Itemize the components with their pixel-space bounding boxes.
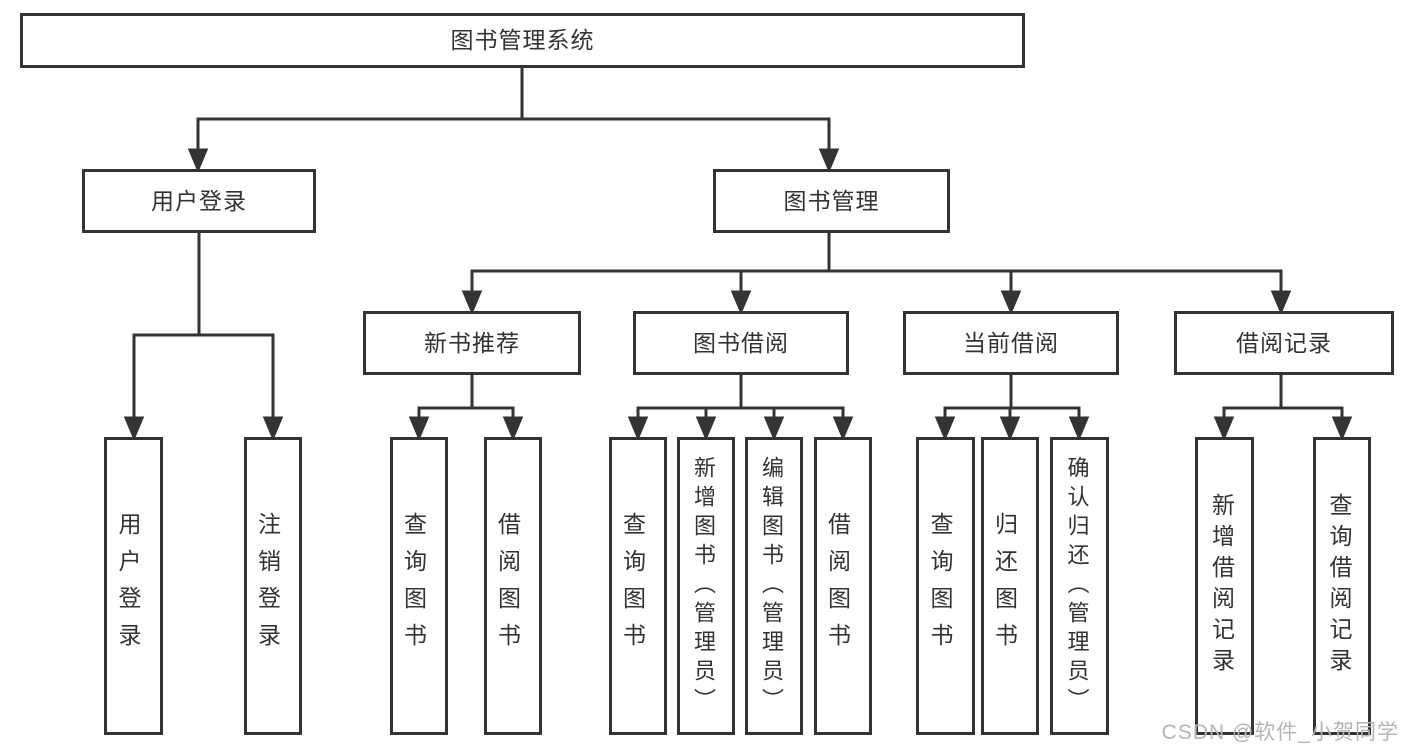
arrowhead-c4: [832, 416, 854, 441]
node-current-borrow-label: 当前借阅: [963, 329, 1059, 356]
arrowhead-c2: [695, 416, 717, 441]
arrowhead-b2: [502, 416, 524, 441]
leaf-logout: 注销登录: [244, 437, 302, 735]
arrowhead-new-books: [461, 290, 483, 315]
leaf-borrow-books-1-label: 借阅图书: [494, 512, 521, 660]
leaf-borrow-books-2: 借阅图书: [814, 437, 872, 735]
arrowhead-d2: [999, 416, 1021, 441]
leaf-query-borrow-record-label: 查询借阅记录: [1326, 493, 1352, 679]
node-new-book-recommend-label: 新书推荐: [424, 329, 520, 356]
arrowhead-leaf-login: [123, 416, 145, 441]
leaf-user-login-label: 用户登录: [115, 512, 141, 660]
arrowhead-borrow-records: [1270, 290, 1292, 315]
arrowhead-d1: [934, 416, 956, 441]
arrowhead-e2: [1331, 416, 1353, 441]
leaf-return-books: 归还图书: [981, 437, 1039, 735]
leaf-query-books-1: 查询图书: [390, 437, 448, 735]
arrowhead-current-borrow: [1000, 290, 1022, 315]
leaf-edit-books-admin-label: 编辑图书（管理员）: [759, 455, 784, 717]
node-user-login: 用户登录: [82, 169, 316, 233]
leaf-logout-label: 注销登录: [254, 512, 281, 660]
node-root-label: 图书管理系统: [450, 27, 595, 53]
arrowhead-b1: [408, 416, 430, 441]
node-user-login-label: 用户登录: [151, 187, 247, 214]
arrowhead-book-borrow: [730, 290, 752, 315]
arrowhead-c3: [763, 416, 785, 441]
leaf-query-books-2-label: 查询图书: [619, 512, 646, 660]
arrowhead-user-login: [187, 148, 209, 173]
arrowhead-book-mgmt: [818, 148, 840, 173]
node-current-borrow: 当前借阅: [903, 311, 1119, 375]
leaf-borrow-books-2-label: 借阅图书: [824, 512, 851, 660]
leaf-query-books-1-label: 查询图书: [400, 512, 427, 660]
leaf-query-books-3: 查询图书: [916, 437, 975, 735]
leaf-user-login: 用户登录: [104, 437, 163, 735]
leaf-add-borrow-record: 新增借阅记录: [1195, 437, 1254, 735]
leaf-borrow-books-1: 借阅图书: [484, 437, 542, 735]
leaf-query-borrow-record: 查询借阅记录: [1313, 437, 1371, 735]
node-new-book-recommend: 新书推荐: [363, 311, 581, 375]
leaf-query-books-3-label: 查询图书: [927, 512, 953, 660]
node-book-management: 图书管理: [713, 169, 950, 233]
node-root-system: 图书管理系统: [20, 13, 1025, 68]
leaf-edit-books-admin: 编辑图书（管理员）: [745, 437, 803, 735]
arrowhead-c1: [627, 416, 649, 441]
node-borrow-records: 借阅记录: [1174, 311, 1394, 375]
leaf-add-books-admin-label: 新增图书（管理员）: [691, 455, 716, 717]
arrowhead-leaf-logout: [262, 416, 284, 441]
node-book-borrow-label: 图书借阅: [693, 329, 789, 356]
leaf-add-borrow-record-label: 新增借阅记录: [1208, 493, 1235, 679]
leaf-confirm-return-admin: 确认归还（管理员）: [1050, 437, 1109, 735]
node-borrow-records-label: 借阅记录: [1236, 329, 1332, 356]
leaf-confirm-return-admin-label: 确认归还（管理员）: [1064, 455, 1090, 717]
arrowhead-e1: [1213, 416, 1235, 441]
csdn-watermark: CSDN @软件_小贺同学: [1161, 721, 1399, 744]
arrowhead-d3: [1068, 416, 1090, 441]
leaf-return-books-label: 归还图书: [991, 512, 1018, 660]
node-book-management-label: 图书管理: [783, 187, 880, 214]
leaf-add-books-admin: 新增图书（管理员）: [677, 437, 735, 735]
node-book-borrow: 图书借阅: [633, 311, 849, 375]
leaf-query-books-2: 查询图书: [609, 437, 667, 735]
